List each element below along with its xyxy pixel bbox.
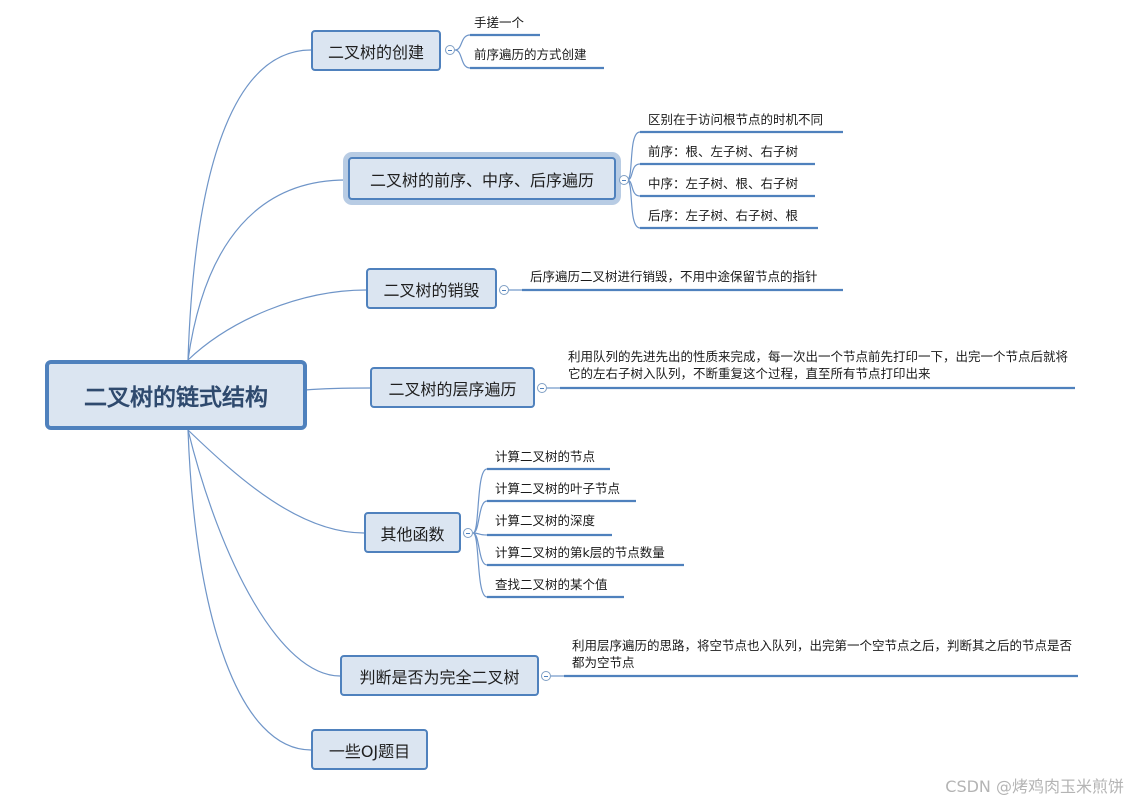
- leaf-topic[interactable]: 利用队列的先进先出的性质来完成，每一次出一个节点前先打印一下，出完一个节点后就将…: [568, 349, 1069, 381]
- leaf-topic[interactable]: 后序：左子树、右子树、根: [648, 208, 799, 223]
- root-topic[interactable]: 二叉树的链式结构: [45, 360, 307, 430]
- branch-other-functions[interactable]: 其他函数: [364, 512, 461, 553]
- branch-complete-check[interactable]: 判断是否为完全二叉树: [340, 655, 539, 696]
- branch-level-order[interactable]: 二叉树的层序遍历: [370, 367, 535, 408]
- leaf-topic[interactable]: 手搓一个: [474, 15, 525, 30]
- branch-traversals[interactable]: 二叉树的前序、中序、后序遍历: [348, 157, 616, 200]
- bracket-b5: [472, 468, 488, 598]
- leaf-topic[interactable]: 前序：根、左子树、右子树: [648, 144, 799, 159]
- leaf-topic[interactable]: 区别在于访问根节点的时机不同: [648, 112, 824, 127]
- collapse-toggle-icon[interactable]: [537, 383, 547, 393]
- leaf-topic[interactable]: 查找二叉树的某个值: [495, 577, 608, 592]
- branch-destroy[interactable]: 二叉树的销毁: [366, 268, 497, 309]
- collapse-toggle-icon[interactable]: [463, 528, 473, 538]
- connector-root-b4: [304, 387, 371, 391]
- leaf-topic[interactable]: 利用层序遍历的思路，将空节点也入队列，出完第一个空节点之后，判断其之后的节点是否…: [572, 638, 1073, 670]
- bracket-b2: [626, 131, 641, 229]
- collapse-toggle-icon[interactable]: [619, 175, 629, 185]
- leaf-topic[interactable]: 计算二叉树的叶子节点: [495, 481, 621, 496]
- leaf-topic[interactable]: 计算二叉树的第k层的节点数量: [495, 545, 665, 560]
- leaf-topic[interactable]: 计算二叉树的节点: [495, 449, 596, 464]
- connector-root-b7: [187, 429, 312, 751]
- leaf-topic[interactable]: 中序：左子树、根、右子树: [648, 176, 799, 191]
- connector-root-b2: [187, 179, 347, 361]
- watermark: CSDN @烤鸡肉玉米煎饼: [945, 777, 1124, 796]
- branch-creation[interactable]: 二叉树的创建: [311, 30, 441, 71]
- collapse-toggle-icon[interactable]: [499, 285, 509, 295]
- connector-root-b1: [187, 49, 312, 361]
- collapse-toggle-icon[interactable]: [445, 45, 455, 55]
- leaf-topic[interactable]: 后序遍历二叉树进行销毁，不用中途保留节点的指针: [530, 269, 818, 284]
- connector-root-b3: [187, 289, 367, 361]
- connector-root-b5: [187, 429, 365, 534]
- leaf-topic[interactable]: 前序遍历的方式创建: [474, 47, 587, 62]
- branch-oj-problems[interactable]: 一些OJ题目: [311, 729, 428, 770]
- collapse-toggle-icon[interactable]: [541, 671, 551, 681]
- connector-root-b6: [187, 429, 341, 677]
- leaf-topic[interactable]: 计算二叉树的深度: [495, 513, 596, 528]
- bracket-b1: [454, 34, 471, 69]
